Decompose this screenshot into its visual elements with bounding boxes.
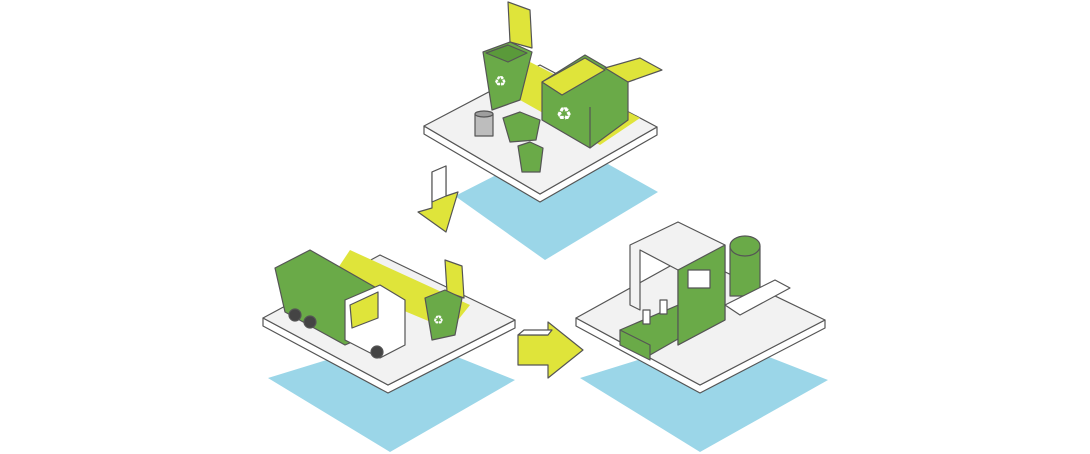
small-bin-icon: [502, 111, 544, 173]
wheelie-bin-icon: ♻: [424, 259, 465, 341]
stage-collection-bins: ♻ ♻: [423, 1, 663, 260]
wheelie-bin-icon: ♻: [482, 1, 533, 111]
stage-garbage-truck: ♻: [262, 249, 516, 452]
arrow-right-icon: [517, 321, 584, 379]
recycle-symbol-icon: ♻: [433, 313, 444, 327]
water-shadow: [268, 336, 515, 452]
stage-recycling-plant: [575, 221, 828, 452]
arrow-down-icon: [417, 165, 459, 233]
bottle-icon: [642, 299, 668, 325]
dumpster-icon: ♻: [541, 54, 663, 149]
recycle-symbol-icon: ♻: [556, 104, 572, 124]
recycle-symbol-icon: ♻: [494, 73, 507, 89]
garbage-truck-icon: [274, 249, 406, 359]
water-shadow: [580, 336, 828, 452]
tank-icon: [724, 235, 791, 316]
sorting-machine-icon: [629, 221, 726, 346]
water-shadow: [455, 140, 658, 260]
metal-trash-can-icon: [474, 110, 494, 137]
